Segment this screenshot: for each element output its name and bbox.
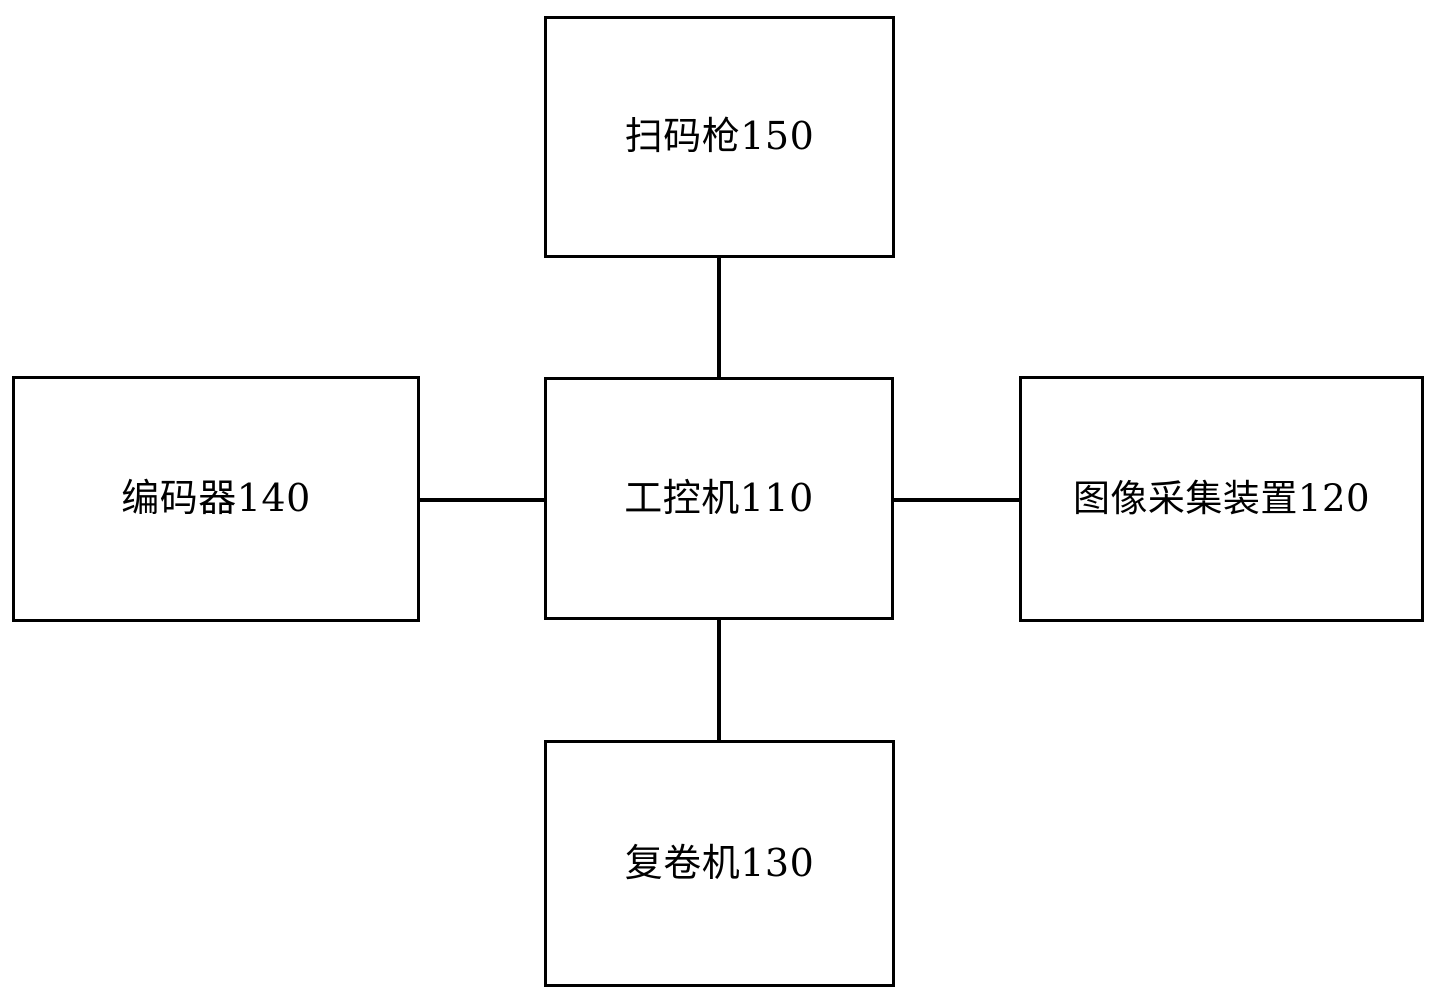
node-box-industrial-pc: 工控机110 bbox=[544, 377, 894, 620]
node-box-scanner: 扫码枪150 bbox=[544, 16, 895, 258]
connector-ipc-to-rewinder bbox=[717, 618, 721, 742]
node-label-image-acquisition-device: 图像采集装置120 bbox=[1072, 476, 1371, 520]
connector-encoder-to-ipc bbox=[418, 498, 546, 502]
node-label-scanner: 扫码枪150 bbox=[624, 114, 815, 159]
connector-ipc-to-imaging bbox=[892, 498, 1021, 502]
node-box-encoder: 编码器140 bbox=[12, 376, 420, 622]
node-label-industrial-pc: 工控机110 bbox=[624, 475, 814, 520]
node-label-rewinder: 复卷机130 bbox=[624, 840, 815, 885]
node-box-image-acquisition-device: 图像采集装置120 bbox=[1019, 376, 1424, 622]
node-label-encoder: 编码器140 bbox=[121, 476, 311, 521]
connector-scanner-to-ipc bbox=[717, 256, 721, 380]
node-box-rewinder: 复卷机130 bbox=[544, 740, 895, 987]
